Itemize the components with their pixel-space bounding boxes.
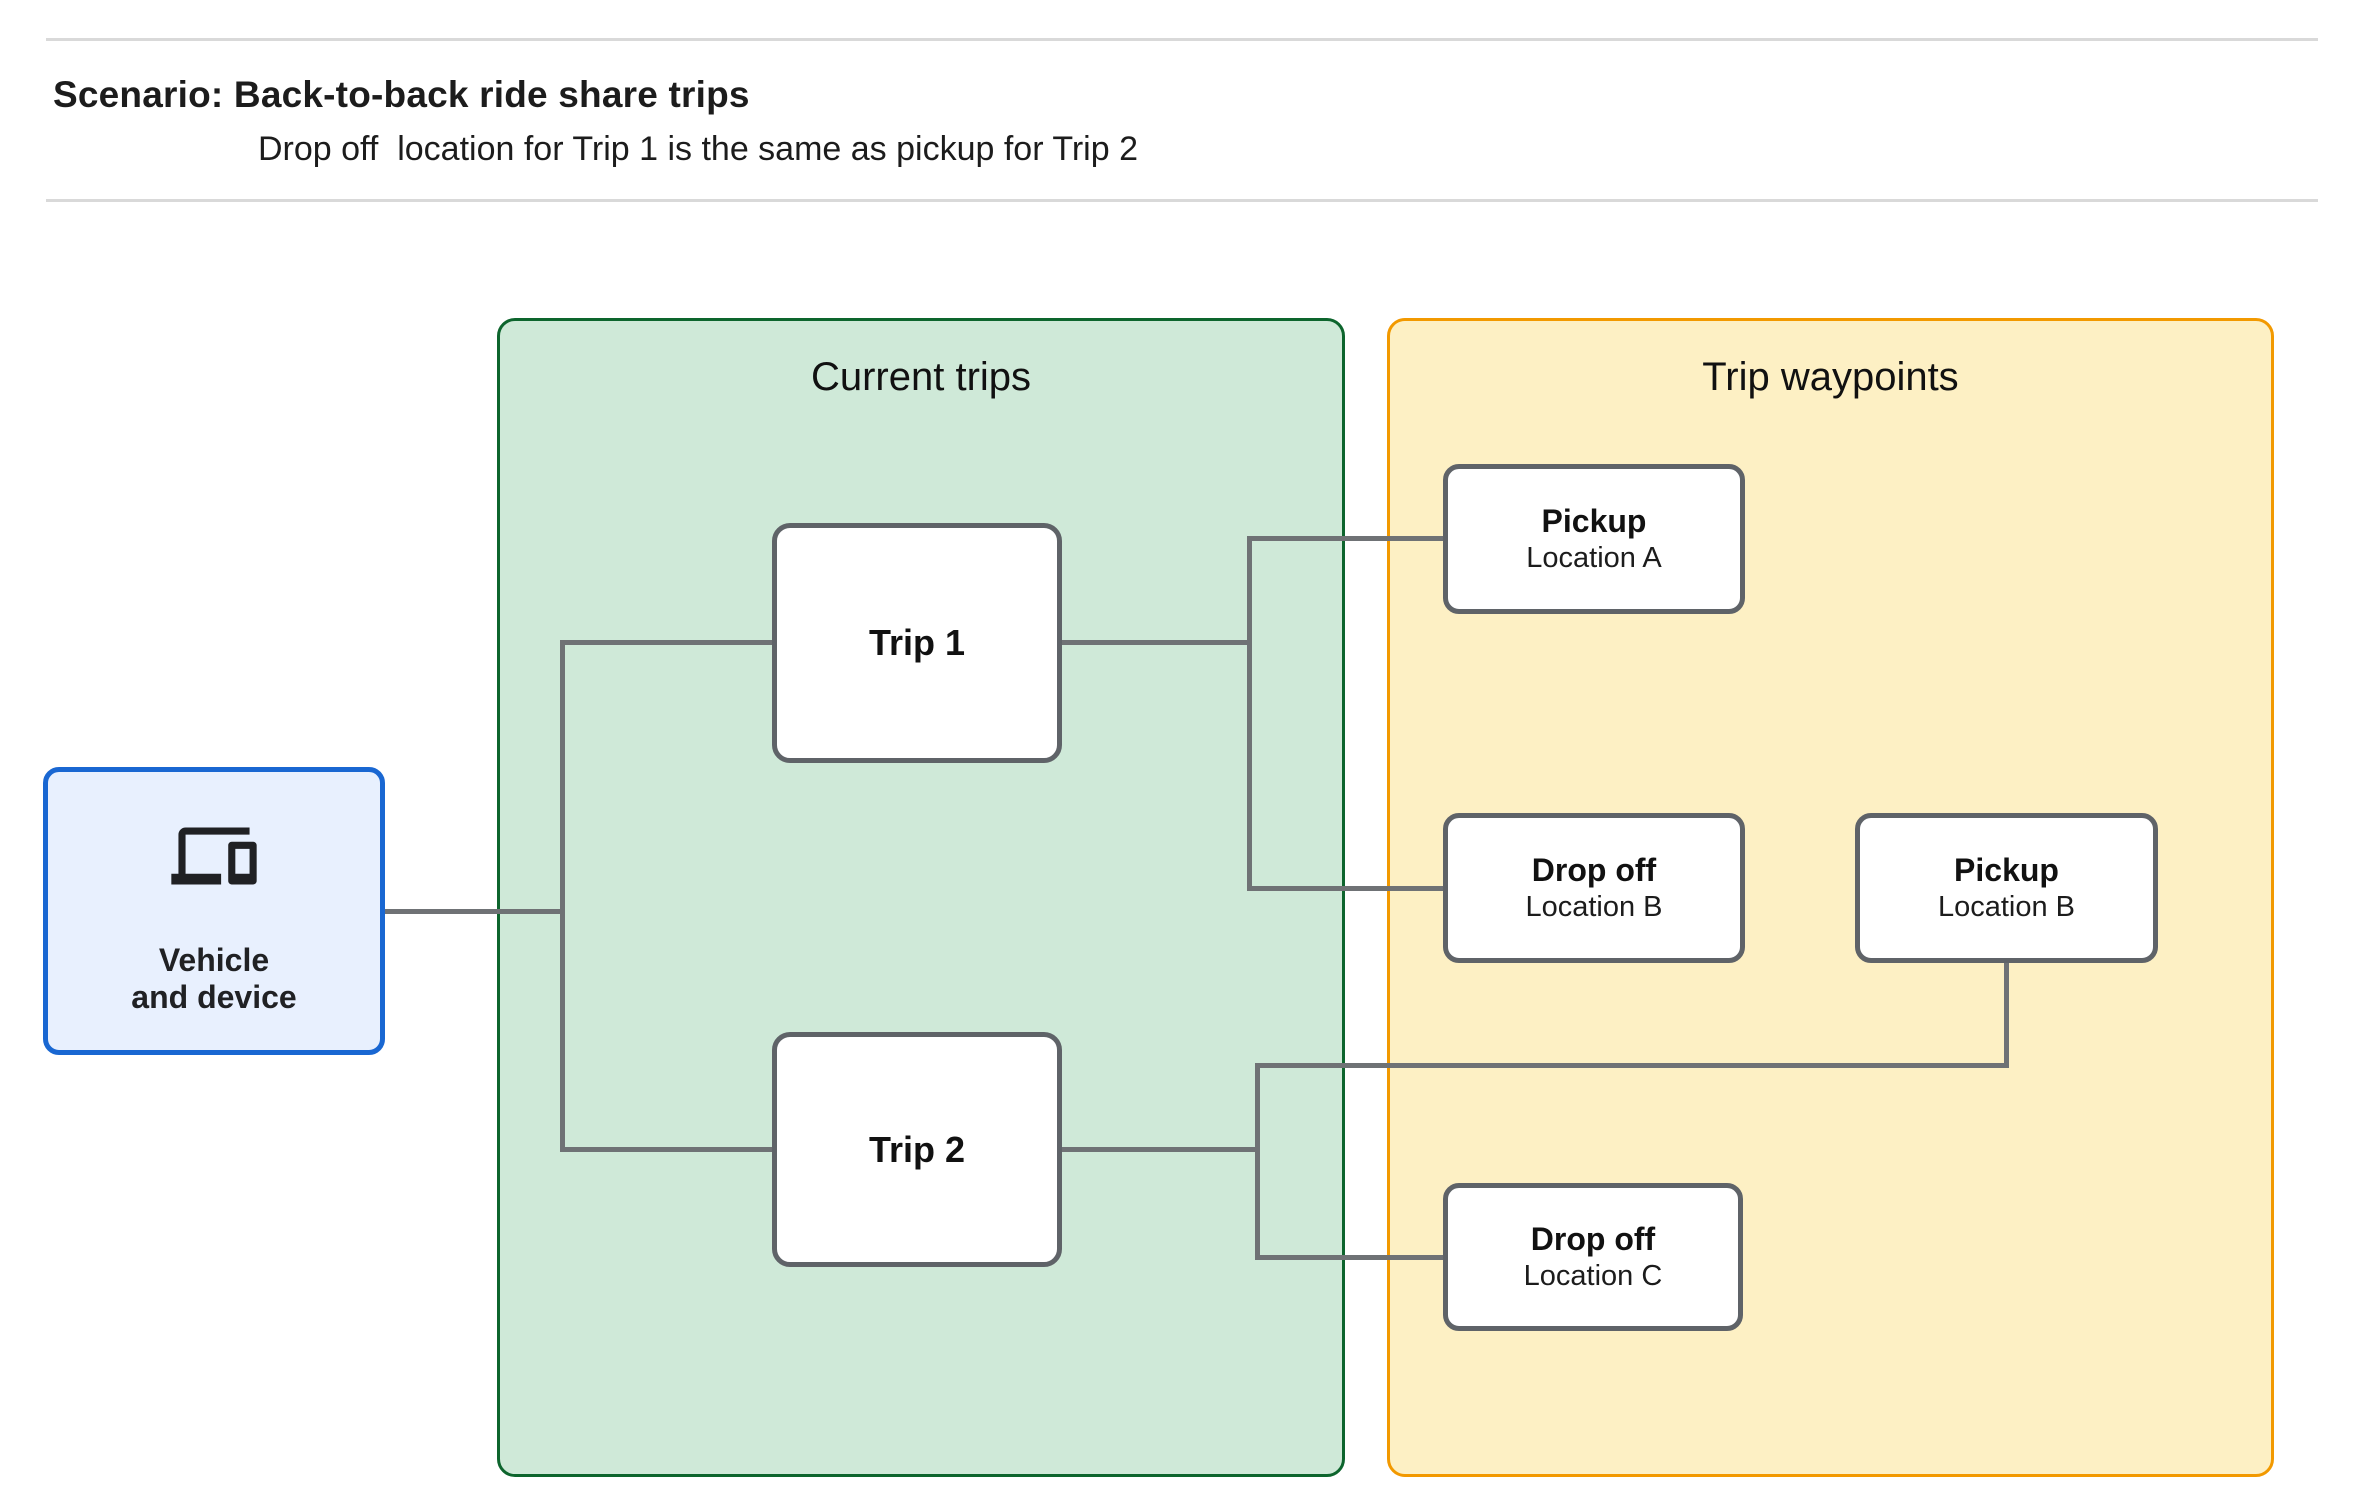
trip-waypoints-title: Trip waypoints xyxy=(1702,355,1959,399)
waypoint-location: Location C xyxy=(1523,1260,1663,1292)
edge-to-pickup-a xyxy=(1247,536,1443,541)
vehicle-and-device-node: Vehicle and device xyxy=(43,767,385,1055)
waypoint-location: Location B xyxy=(1937,891,2076,923)
trip-2-label: Trip 2 xyxy=(868,1128,966,1170)
edge-trip1-to-split xyxy=(1062,640,1252,645)
current-trips-panel: Current trips xyxy=(497,318,1345,1477)
trip-1-node: Trip 1 xyxy=(772,523,1062,763)
edge-to-dropoff-b xyxy=(1247,886,1443,891)
edge-vehicle-to-junction xyxy=(380,909,565,914)
edge-junction-to-trip1 xyxy=(560,640,772,645)
edge-to-dropoff-c xyxy=(1255,1255,1443,1260)
current-trips-title: Current trips xyxy=(810,355,1032,399)
trip-1-label: Trip 1 xyxy=(868,622,966,663)
top-divider xyxy=(46,38,2318,41)
edge-trip1-split-vertical xyxy=(1247,536,1252,891)
waypoint-location: Location A xyxy=(1526,542,1662,574)
waypoint-type: Drop off xyxy=(1530,1221,1656,1257)
edge-pickup-b-horizontal xyxy=(1255,1063,2006,1068)
edge-junction-to-trip2 xyxy=(560,1147,772,1152)
devices-icon xyxy=(171,824,257,893)
page-title: Scenario: Back-to-back ride share trips xyxy=(53,74,750,115)
edge-trip2-split-vertical xyxy=(1255,1063,1260,1257)
waypoint-location: Location B xyxy=(1525,891,1663,923)
dropoff-location-b-node: Drop off Location B xyxy=(1443,813,1745,963)
pickup-location-b-node: Pickup Location B xyxy=(1855,813,2158,963)
pickup-location-a-node: Pickup Location A xyxy=(1443,464,1745,614)
edge-pickup-b-drop xyxy=(2004,960,2009,1068)
dropoff-location-c-node: Drop off Location C xyxy=(1443,1183,1743,1331)
edge-trip2-to-split xyxy=(1062,1147,1260,1152)
trip-2-node: Trip 2 xyxy=(772,1032,1062,1267)
waypoint-type: Pickup xyxy=(1541,503,1647,539)
vehicle-label: Vehicle and device xyxy=(131,942,297,1016)
waypoint-type: Drop off xyxy=(1531,852,1657,888)
edge-junction-vertical xyxy=(560,640,565,1152)
header-divider xyxy=(46,199,2318,202)
waypoint-type: Pickup xyxy=(1954,852,2059,888)
page-subtitle: Drop off location for Trip 1 is the same… xyxy=(258,130,1138,168)
